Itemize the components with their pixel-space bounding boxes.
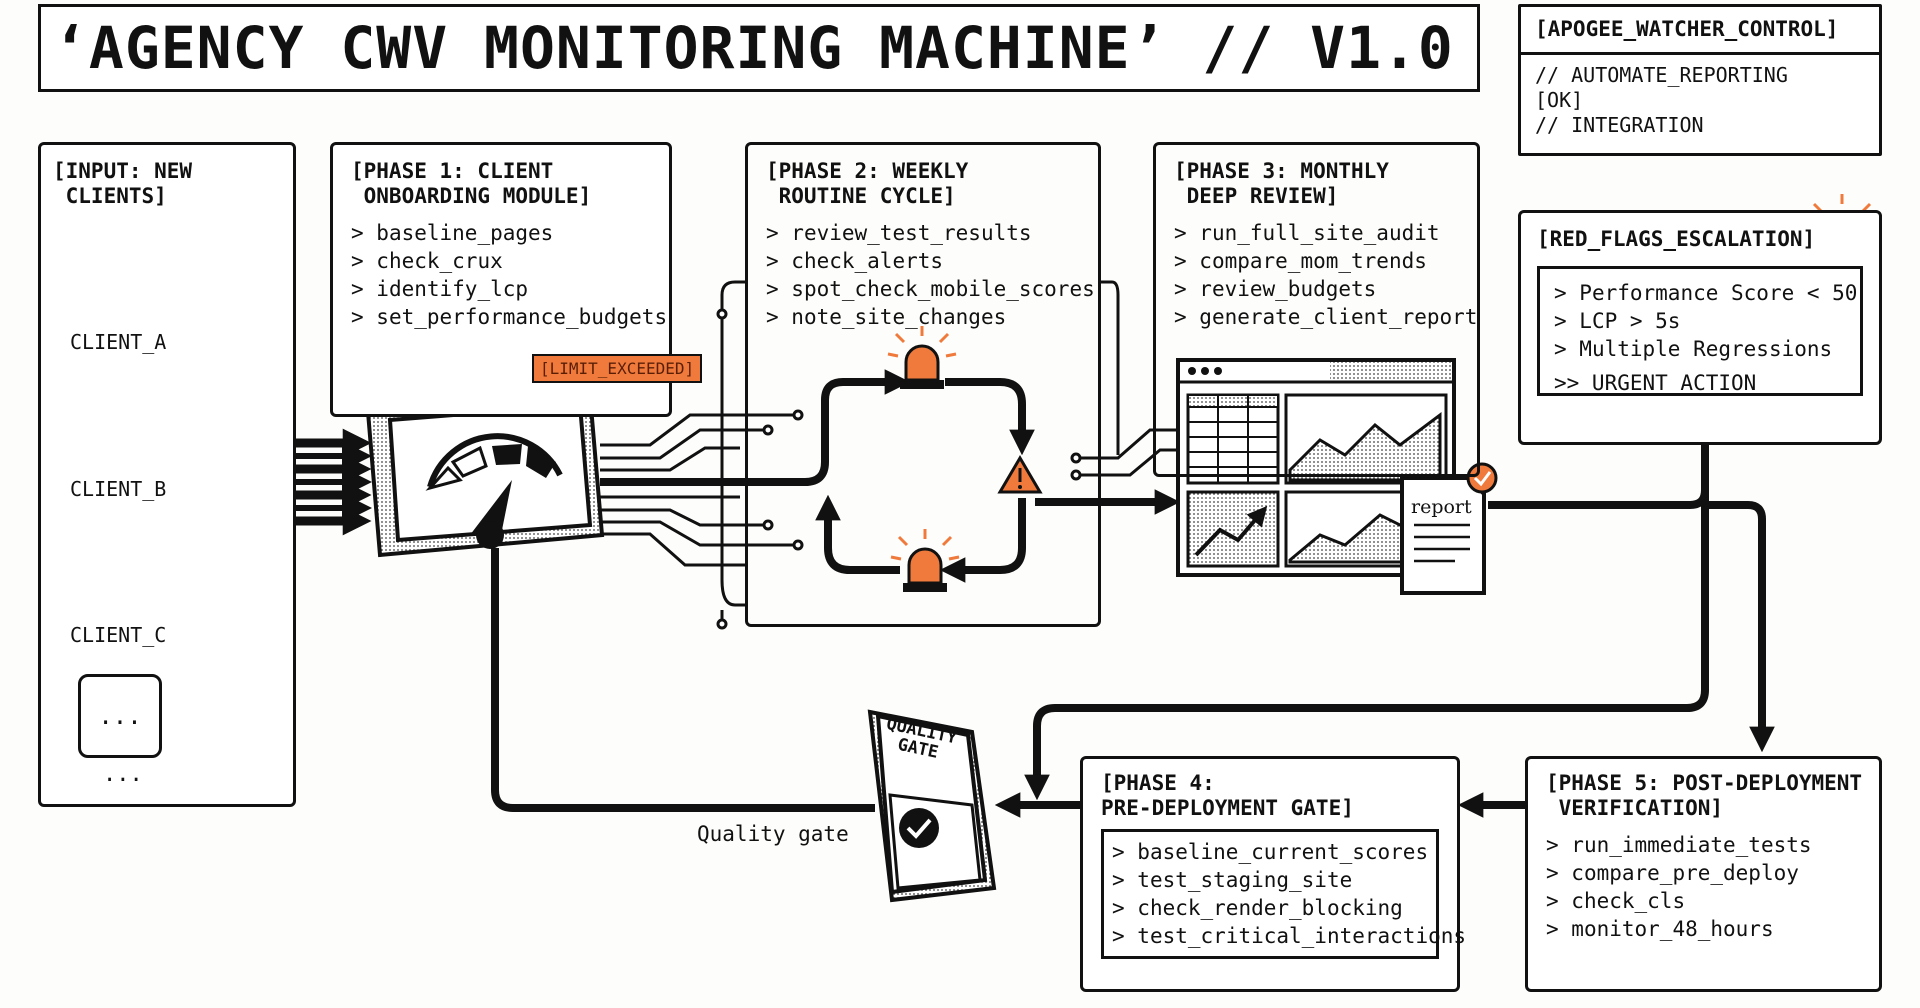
quality-gate-badge-icon <box>867 709 997 903</box>
phase4-task: check_render_blocking <box>1112 894 1428 922</box>
red-flags-inner-panel: Performance Score < 50 LCP > 5s Multiple… <box>1537 266 1863 396</box>
phase3-task: generate_client_report <box>1174 303 1477 331</box>
phase5-task: compare_pre_deploy <box>1546 859 1861 887</box>
phase1-task: check_crux <box>351 247 651 275</box>
phase5-task-list: run_immediate_tests compare_pre_deploy c… <box>1546 831 1861 943</box>
phase4-task: test_staging_site <box>1112 866 1428 894</box>
client-a-label: CLIENT_A <box>70 330 167 354</box>
phase3-header: [PHASE 3: MONTHLY DEEP REVIEW] <box>1174 159 1389 208</box>
phase3-task-list: run_full_site_audit compare_mom_trends r… <box>1174 219 1477 331</box>
phase1-task-list: baseline_pages check_crux identify_lcp s… <box>351 219 667 331</box>
report-label: report <box>1411 496 1472 518</box>
phase5-header: [PHASE 5: POST-DEPLOYMENT VERIFICATION] <box>1546 771 1863 820</box>
control-line-ok: [OK] <box>1535 88 1584 112</box>
report-document-icon <box>1400 462 1498 595</box>
warning-triangle-icon <box>997 455 1043 494</box>
red-flags-header: [RED_FLAGS_ESCALATION] <box>1537 227 1816 251</box>
phase1-header: [PHASE 1: CLIENT ONBOARDING MODULE] <box>351 159 592 208</box>
input-panel-header: [INPUT: NEW CLIENTS] <box>53 159 193 208</box>
escalation-return-wire <box>1024 445 1709 801</box>
dashboard-window-icon <box>1176 358 1456 577</box>
client-c-label: CLIENT_C <box>70 623 167 647</box>
diagram-title: ‘AGENCY CWV MONITORING MACHINE’ // V1.0 <box>53 14 1454 82</box>
alarm-light-bottom-icon <box>890 529 960 592</box>
gauge-to-cycle-wire <box>600 369 911 486</box>
phase2-header: [PHASE 2: WEEKLY ROUTINE CYCLE] <box>766 159 969 208</box>
client-b-label: CLIENT_B <box>70 477 167 501</box>
phase1-task: identify_lcp <box>351 275 651 303</box>
cycle-loop-top-right <box>945 378 1035 456</box>
red-flags-panel: [RED_FLAGS_ESCALATION] Performance Score… <box>1518 210 1882 445</box>
phase3-panel: [PHASE 3: MONTHLY DEEP REVIEW] run_full_… <box>1153 142 1480 477</box>
phase2-task-list: review_test_results check_alerts spot_ch… <box>766 219 1094 331</box>
red-flag-item: Performance Score < 50 <box>1554 279 1857 307</box>
phase1-task: set_performance_budgets <box>351 303 667 331</box>
phase5-panel: [PHASE 5: POST-DEPLOYMENT VERIFICATION] … <box>1525 756 1882 992</box>
report-to-phase5-wire <box>1705 501 1775 753</box>
control-panel: [APOGEE_WATCHER_CONTROL] // AUTOMATE_REP… <box>1518 4 1882 156</box>
phase2-task: check_alerts <box>766 247 1080 275</box>
input-clients-panel: [INPUT: NEW CLIENTS] <box>38 142 296 807</box>
phase2-task: spot_check_mobile_scores <box>766 275 1094 303</box>
phase5-task: run_immediate_tests <box>1546 831 1861 859</box>
red-flag-item: Multiple Regressions <box>1554 335 1846 363</box>
more-clients-box: ... <box>78 674 162 758</box>
red-flags-list: Performance Score < 50 LCP > 5s Multiple… <box>1554 279 1857 363</box>
red-flag-item: LCP > 5s <box>1554 307 1846 335</box>
cycle-loop-bottom-right <box>939 498 1026 583</box>
phase2-panel: [PHASE 2: WEEKLY ROUTINE CYCLE] review_t… <box>745 142 1101 627</box>
alarm-light-top-icon <box>887 326 957 389</box>
phase4-panel: [PHASE 4: PRE-DEPLOYMENT GATE] baseline_… <box>1080 756 1466 992</box>
phase4-inner-panel: baseline_current_scores test_staging_sit… <box>1101 829 1466 959</box>
phase5-task: check_cls <box>1546 887 1861 915</box>
phase3-task: run_full_site_audit <box>1174 219 1459 247</box>
phase3-task: review_budgets <box>1174 275 1459 303</box>
phase3-task: compare_mom_trends <box>1174 247 1459 275</box>
quality-gate-label: Quality gate <box>697 822 849 846</box>
diagram-title-bar: ‘AGENCY CWV MONITORING MACHINE’ // V1.0 <box>38 4 1480 92</box>
gate-return-wire <box>491 548 875 812</box>
control-line-reporting: // AUTOMATE_REPORTING <box>1535 63 1788 87</box>
phase4-task-list: baseline_current_scores test_staging_sit… <box>1112 838 1466 950</box>
phase4-task: baseline_current_scores <box>1112 838 1428 866</box>
control-panel-header: [APOGEE_WATCHER_CONTROL] <box>1535 17 1839 41</box>
limit-exceeded-tag: [LIMIT_EXCEEDED] <box>532 354 703 383</box>
report-to-escalation-wire <box>1488 445 1709 509</box>
urgent-action-label: >> URGENT_ACTION <box>1554 371 1757 395</box>
phase1-task: baseline_pages <box>351 219 651 247</box>
gauge-monitor-icon <box>365 392 605 558</box>
more-clients-ellipsis: ... <box>98 702 142 730</box>
phase2-task: review_test_results <box>766 219 1080 247</box>
phase4-task: test_critical_interactions <box>1112 922 1466 950</box>
more-clients-label: ... <box>103 762 143 787</box>
circuit-traces <box>600 280 1178 630</box>
phase1-panel: [PHASE 1: CLIENT ONBOARDING MODULE] base… <box>330 142 672 417</box>
control-line-integration: // INTEGRATION <box>1535 113 1704 137</box>
cycle-loop-bottom-left <box>815 494 900 574</box>
phase2-task: note_site_changes <box>766 303 1080 331</box>
phase4-header: [PHASE 4: PRE-DEPLOYMENT GATE] <box>1101 771 1354 820</box>
phase5-task: monitor_48_hours <box>1546 915 1861 943</box>
